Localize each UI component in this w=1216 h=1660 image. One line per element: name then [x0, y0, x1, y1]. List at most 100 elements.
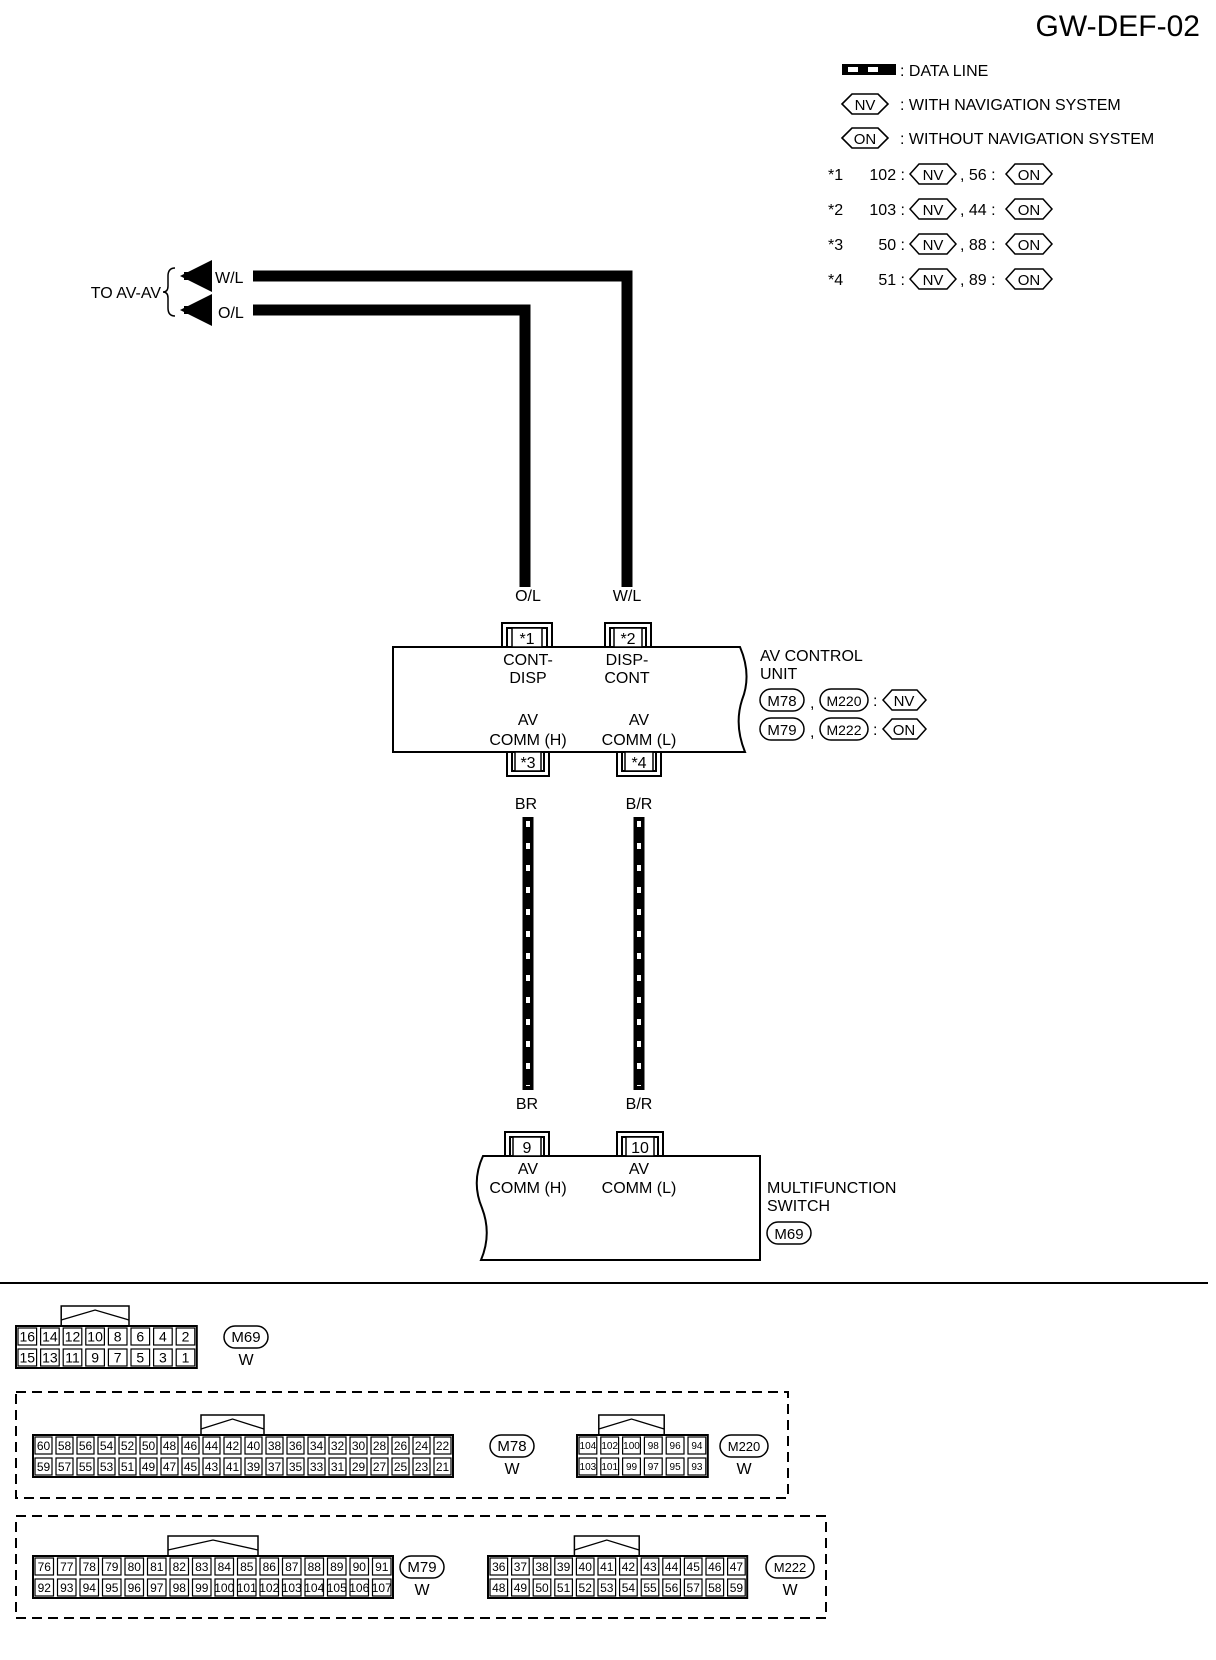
connector-cavity — [76, 1436, 95, 1455]
connector-color: W — [782, 1582, 798, 1599]
wire-wl — [253, 270, 633, 587]
connector-cavity — [160, 1457, 179, 1476]
connector-pin-number: 42 — [226, 1439, 240, 1453]
connector-pin-number: 46 — [184, 1439, 198, 1453]
connector-pin-number: 24 — [415, 1439, 429, 1453]
connector-cavity — [328, 1436, 347, 1455]
connector-cavity — [169, 1557, 190, 1576]
connector-cavity — [662, 1557, 681, 1576]
av-unit-colon-2: : — [873, 722, 877, 739]
connector-pin-number: 49 — [142, 1460, 156, 1474]
connector-pin-number: 52 — [121, 1439, 135, 1453]
connector-pin-number: 91 — [375, 1560, 389, 1574]
connector-cavity — [665, 1436, 685, 1455]
note-on-pin: , 56 : — [960, 167, 996, 184]
connector-cavity — [55, 1436, 74, 1455]
connector-pin-number: 33 — [310, 1460, 324, 1474]
comm-l-label-1: AV — [629, 712, 649, 729]
av-unit-tag-nv: NV — [894, 693, 915, 710]
connector-pin-number: 38 — [535, 1560, 549, 1574]
pin-comm-l: *4 — [631, 755, 646, 772]
connector-pin-number: 106 — [349, 1581, 369, 1595]
connector-cavity — [683, 1557, 703, 1576]
connector-cavity — [130, 1327, 151, 1346]
connector-pin-number: 22 — [436, 1439, 450, 1453]
mf-comm-h-2: COMM (H) — [489, 1180, 566, 1197]
connector-pin-number: 39 — [247, 1460, 261, 1474]
connector-cavity — [223, 1436, 242, 1455]
connector-cavity — [124, 1578, 145, 1597]
av-control-unit: *1 *2 *3 *4 CONT- DISP DISP- CONT AV COM… — [392, 622, 928, 777]
connector-pin-number: 46 — [708, 1560, 722, 1574]
comm-wire-h-bottom: BR — [516, 1096, 538, 1113]
mf-name-1: MULTIFUNCTION — [767, 1180, 896, 1197]
connector-pin-number: 59 — [730, 1581, 744, 1595]
connector-pin-number: 29 — [352, 1460, 366, 1474]
connector-cavity — [286, 1457, 305, 1476]
connector-pin-number: 10 — [87, 1329, 103, 1345]
connector-cavity — [683, 1578, 703, 1597]
connector-cavity — [101, 1557, 122, 1576]
connector-cavity — [181, 1457, 200, 1476]
connector-pin-number: 47 — [730, 1560, 744, 1574]
connector-cavity — [511, 1557, 530, 1576]
connector-pin-number: 102 — [259, 1581, 279, 1595]
connector-cavity — [597, 1557, 617, 1576]
connector-pin-number: 43 — [643, 1560, 657, 1574]
connector-pin-number: 21 — [436, 1460, 450, 1474]
connector-cavity — [17, 1327, 38, 1346]
connector-pin-number: 99 — [626, 1462, 638, 1473]
connector-color: W — [414, 1582, 430, 1599]
connector-pin-number: 51 — [557, 1581, 571, 1595]
connector-pin-number: 81 — [150, 1560, 164, 1574]
connector-cavity — [85, 1348, 106, 1367]
connector-pin-number: 47 — [163, 1460, 177, 1474]
connector-pin-number: 56 — [79, 1439, 93, 1453]
to-av-brace — [162, 267, 176, 317]
connector-cavity — [328, 1457, 347, 1476]
connector-cavity — [575, 1557, 595, 1576]
connector-pin-number: 57 — [687, 1581, 701, 1595]
connector-group-1-border — [15, 1391, 789, 1499]
connector-cavity — [214, 1557, 235, 1576]
connector-cavity — [307, 1457, 326, 1476]
comm-wire-l-bottom: B/R — [626, 1096, 653, 1113]
av-unit-conn-m222: M222 — [826, 722, 861, 738]
connector-cavity — [56, 1578, 77, 1597]
connector-cavity — [370, 1457, 389, 1476]
connector-cavity — [412, 1457, 431, 1476]
connector-pin-number: 103 — [580, 1462, 597, 1473]
note-nv-pin: 50 : — [878, 237, 905, 254]
connector-group-2-border — [15, 1515, 827, 1619]
connector-cavity — [107, 1348, 128, 1367]
connector-pin-number: 84 — [218, 1560, 232, 1574]
av-unit-conn-m78: M78 — [767, 693, 796, 710]
connector-cavity — [202, 1436, 221, 1455]
note-nv-pin: 51 : — [878, 272, 905, 289]
av-unit-tag-on: ON — [893, 722, 916, 739]
connector-pin-number: 90 — [353, 1560, 367, 1574]
legend: : DATA LINE NV : WITH NAVIGATION SYSTEM … — [828, 63, 1154, 290]
connector-cavity — [169, 1578, 190, 1597]
connector-cavity — [223, 1457, 242, 1476]
connector-cavity — [554, 1578, 573, 1597]
connector-pin-number: 52 — [579, 1581, 593, 1595]
note-nv-tag: NV — [923, 167, 944, 184]
pin-cont-disp: *1 — [519, 631, 534, 648]
connector-cavity — [391, 1457, 410, 1476]
connector-cavity — [214, 1578, 235, 1597]
note-nv-tag: NV — [923, 202, 944, 219]
connector-cavity — [118, 1457, 137, 1476]
connector-pin-number: 54 — [622, 1581, 636, 1595]
note-on-tag: ON — [1018, 272, 1041, 289]
av-unit-comma-2: , — [810, 724, 814, 741]
connector-cavity — [101, 1578, 122, 1597]
connector-cavity — [349, 1436, 368, 1455]
connector-cavity — [139, 1457, 158, 1476]
connector-lock-tab — [598, 1414, 665, 1436]
connector-cavity — [202, 1457, 221, 1476]
connector-cavity — [146, 1557, 167, 1576]
